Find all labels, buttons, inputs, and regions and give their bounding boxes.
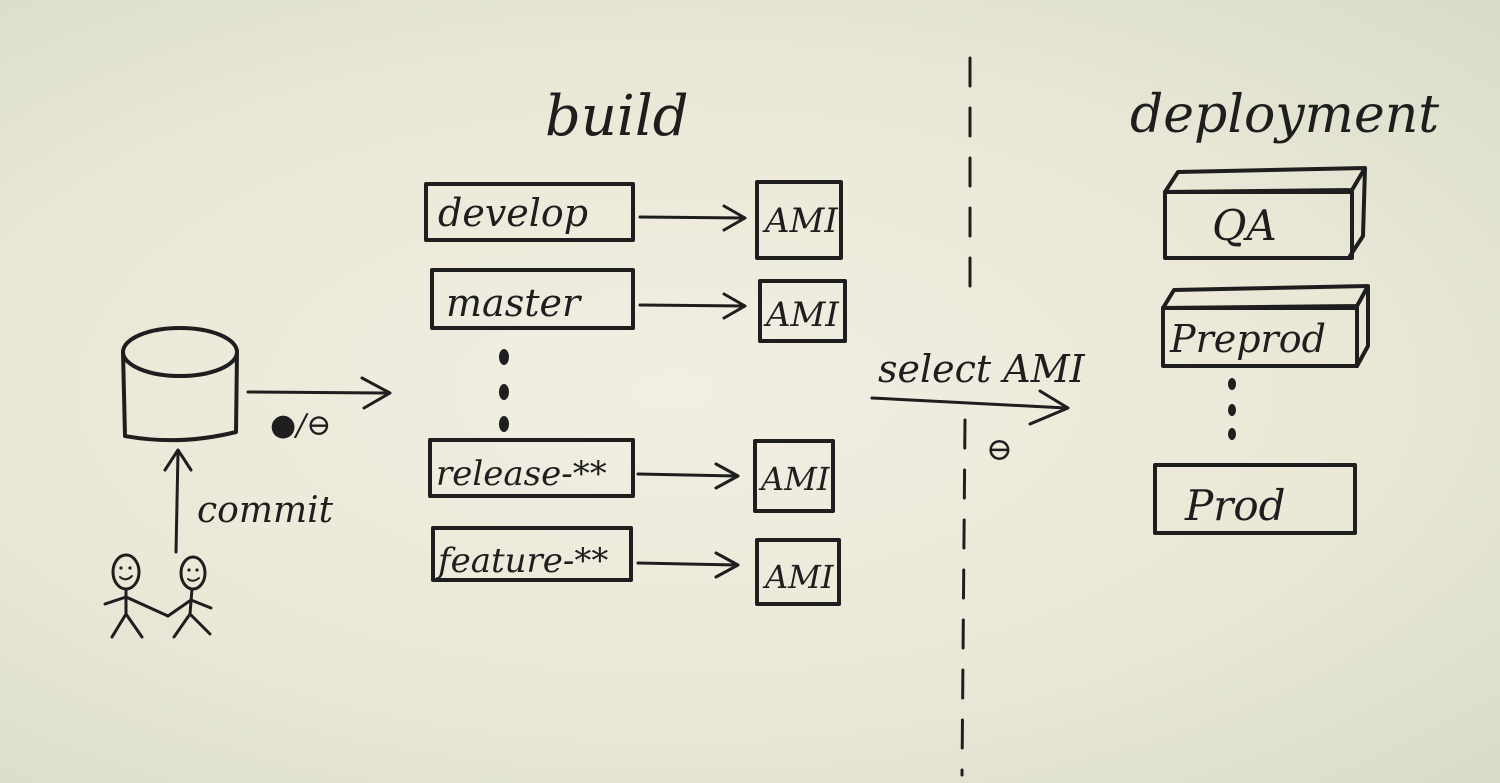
branch-ellipsis	[499, 349, 509, 432]
branch-label: release-**	[436, 454, 607, 494]
branch-row-release: release-** AMI	[428, 438, 835, 513]
environment-label: Prod	[1184, 481, 1286, 530]
deploy-status-symbol: ⊖	[986, 430, 1013, 468]
select-ami-arrow	[870, 389, 1070, 426]
repository-icon	[121, 326, 239, 443]
branch-row-master: master AMI	[430, 268, 847, 343]
environment-label: Preprod	[1169, 317, 1326, 361]
ami-label: AMI	[763, 295, 839, 335]
environment-label: QA	[1212, 201, 1277, 250]
section-divider-bottom	[960, 418, 967, 777]
ami-label: AMI	[762, 558, 835, 596]
branch-row-feature: feature-** AMI	[431, 526, 841, 606]
environment-prod: Prod	[1153, 463, 1357, 535]
ami-label: AMI	[758, 460, 831, 498]
build-title: build	[545, 84, 689, 149]
branch-label: develop	[438, 191, 588, 235]
commit-arrow	[163, 448, 193, 554]
branch-label: feature-**	[435, 541, 608, 581]
repo-to-build-arrow	[246, 376, 392, 410]
build-status-label: ●/⊖	[270, 408, 331, 443]
environment-qa: QA	[1163, 166, 1367, 260]
environment-preprod: Preprod	[1161, 284, 1370, 368]
deployment-title: deployment	[1130, 85, 1439, 145]
ami-label: AMI	[762, 201, 838, 241]
environment-ellipsis	[1228, 378, 1236, 440]
select-ami-label: select AMI	[878, 347, 1086, 391]
branch-row-develop: develop AMI	[424, 180, 843, 260]
commit-label: commit	[197, 490, 334, 531]
developers-icon	[103, 553, 213, 639]
branch-label: master	[446, 281, 583, 325]
